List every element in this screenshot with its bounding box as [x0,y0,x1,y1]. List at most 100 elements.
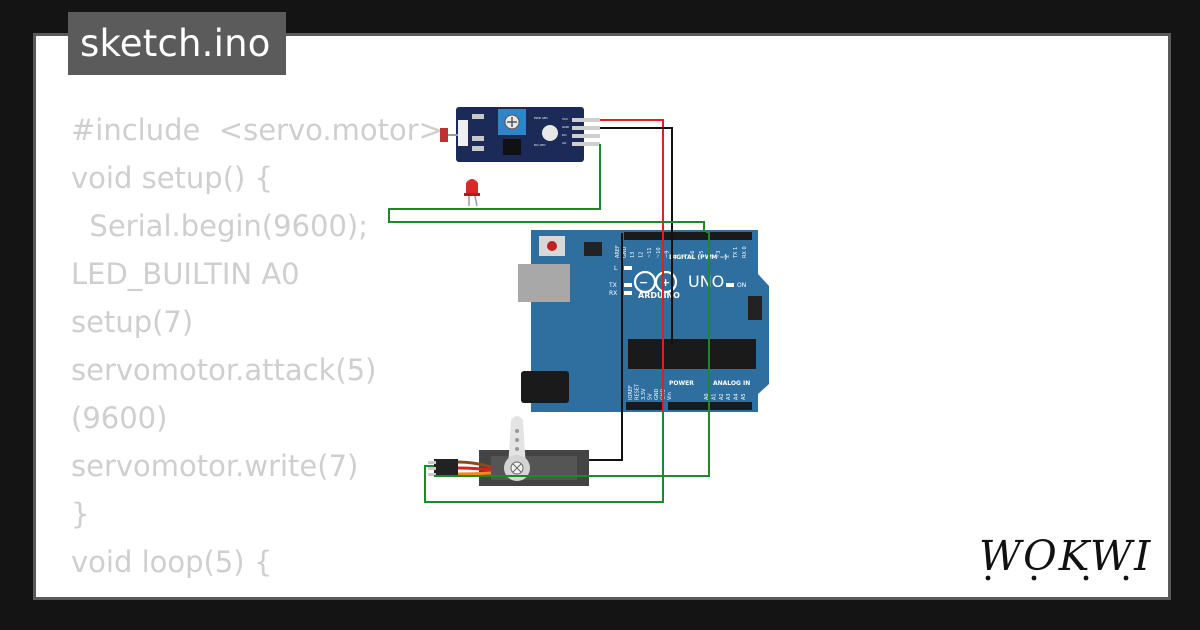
circuit-diagram: PWR LED DO LED VCC GND DO AO [388,107,769,503]
wokwi-wordmark: WOKWI [979,532,1152,580]
code-line: Serial.begin(9600); [71,209,369,243]
pin-label: TX 1 [733,247,739,259]
code-line: #include <servo.motor> [71,113,443,147]
code-line: (9600) [71,401,168,435]
logo-dot [1123,575,1129,581]
wire-vcc-5v[interactable] [600,119,664,496]
code-editor: #include <servo.motor> void setup() { Ser… [71,106,487,597]
reset-button[interactable] [547,241,557,251]
comparator-chip [503,139,521,155]
section-digital: DIGITAL (PWM ~) [669,254,727,261]
connector-pin [428,467,436,470]
logo-dot [985,575,991,581]
pin-label: ~9 [664,251,670,258]
connector-pin [428,473,436,476]
pin-label: RESET [635,383,641,400]
wires [388,119,710,503]
pin-label: A0 [704,393,710,400]
header-pin-gnd[interactable] [572,126,600,130]
code-line: } [71,497,90,531]
pin-label: A3 [726,393,732,400]
red-led[interactable] [464,179,480,207]
led-l [624,266,632,270]
pin-label: 5V [648,393,654,400]
code-line: LED_BUILTIN A0 [71,257,300,291]
pin-label-gnd: GND [622,246,628,258]
arduino-logo-minus: − [639,276,648,289]
resistor [472,114,484,119]
ldr-sensor [542,125,558,141]
pin-label: ~3 [716,251,722,258]
header-pin-vcc[interactable] [572,118,600,122]
code-line: servomotor.write(7) [71,449,359,483]
wire-gnd-servo[interactable] [589,233,623,461]
led-on [726,283,734,287]
power-header-right[interactable] [668,402,706,410]
horn-hole [515,429,519,433]
logo-dot [1031,575,1037,581]
power-header-left[interactable] [626,402,664,410]
header-pin-ao[interactable] [572,142,600,146]
servo-motor[interactable] [428,416,589,486]
pin-label: RX 0 [742,246,748,258]
horn-hole [515,438,519,442]
wire-ao-digital[interactable] [388,144,705,232]
led-dome [466,179,478,194]
section-analog: ANALOG IN [713,380,750,387]
wire-signal-servo[interactable] [434,231,710,477]
digital-header[interactable] [624,232,752,240]
board-model: UNO [688,272,724,291]
label-rx: RX [609,290,617,297]
icsp-header-2 [748,296,762,320]
resistor [472,136,484,141]
resistor [472,146,484,151]
servo-connector[interactable] [434,459,458,477]
header-pin-do[interactable] [572,134,600,138]
pin-label: 7 [682,255,688,258]
pin-label: 4 [707,255,713,258]
wire-servo-power[interactable] [424,412,664,503]
pin-label: IOREF [628,385,634,400]
atmega-chip [628,339,756,369]
screw-slot [512,463,522,473]
module-pin-label: AO [562,141,567,145]
pin-label: Vin [667,392,673,400]
servo-wire-brown [457,460,492,469]
ldr-sensor-module[interactable]: PWR LED DO LED VCC GND DO AO [440,107,600,162]
logo-dot [1083,575,1089,581]
module-led-label: DO LED [534,143,546,147]
sketch-filename-tab[interactable]: sketch.ino [68,12,286,75]
pin-label: ~11 [647,247,653,258]
connector-pin [428,461,436,464]
analog-header[interactable] [704,402,752,410]
arduino-uno-board[interactable]: L TX RX ON − + ARDUINO UNO DIGITAL (PWM … [518,230,769,412]
label-on: ON [737,282,746,289]
module-pin-label: VCC [562,117,568,121]
code-line: for (int i = 0; i < 180; i++) { [71,586,487,597]
led-leg [474,195,478,207]
servo-wire-red [457,466,492,472]
label-tx: TX [608,282,617,289]
led-rim [464,193,480,196]
code-line: servomotor.attack(5) [71,353,377,387]
pin-label: GND [654,388,660,400]
horn-hole [515,447,519,451]
pin-label: A2 [719,393,725,400]
arduino-brand: ARDUINO [638,291,680,300]
pin-label: 8 [673,255,679,258]
wokwi-logo: WOKWI [979,532,1152,581]
wire-gnd-ldr[interactable] [600,127,673,344]
servo-wire-orange [457,471,492,476]
arduino-logo-plus: + [661,276,670,289]
module-led-label: PWR LED [534,116,548,120]
power-jack [521,371,569,403]
code-line: void setup() { [71,161,273,195]
pin-label-aref: AREF [615,245,621,258]
section-power: POWER [669,380,694,387]
pin-label: A5 [741,393,747,400]
pin-label: A1 [711,393,717,400]
photoresistor-holder [458,120,468,146]
pin-label: ~6 [690,251,696,258]
